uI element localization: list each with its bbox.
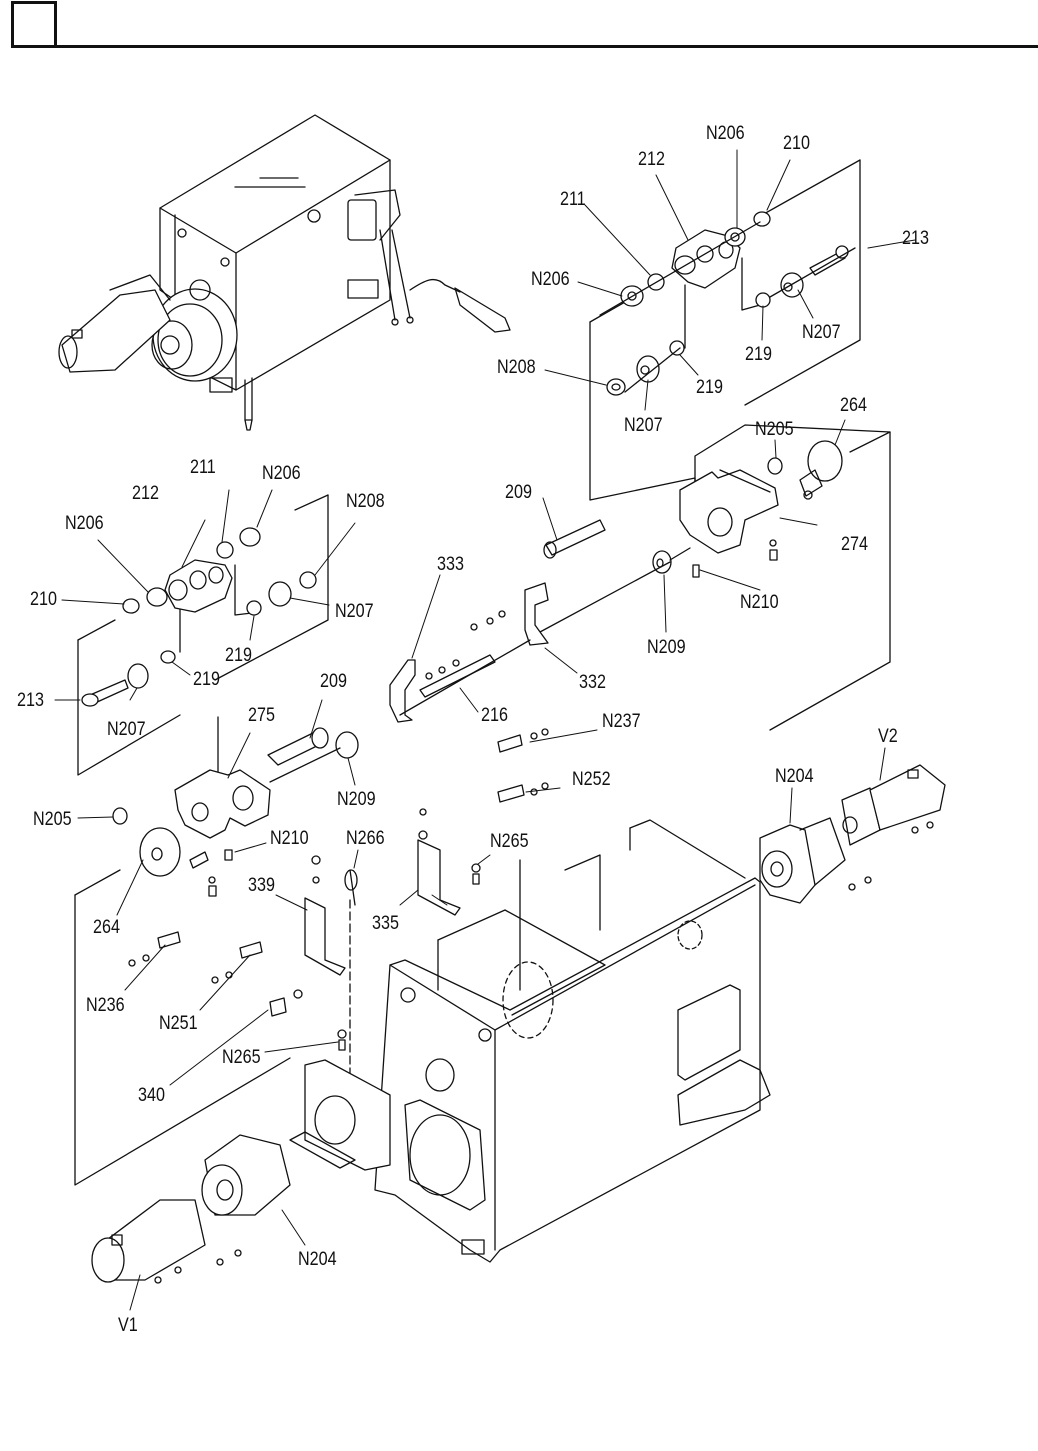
part-label-N208: N208 [497,357,536,378]
part-label-209: 209 [505,482,532,503]
part-label-N206: N206 [262,463,301,484]
part-label-332: 332 [579,672,606,693]
part-label-209: 209 [320,671,347,692]
part-label-N266: N266 [346,828,385,849]
part-label-N205: N205 [755,419,794,440]
part-label-N265: N265 [222,1047,261,1068]
part-label-210: 210 [783,133,810,154]
part-label-N209: N209 [337,789,376,810]
sensors-and-brackets [128,728,549,1051]
part-label-N206: N206 [531,269,570,290]
part-label-211: 211 [190,457,216,478]
part-label-N206: N206 [706,123,745,144]
part-label-N205: N205 [33,809,72,830]
v2-motor-assembly [759,764,946,904]
clamp-block-subassembly-left [74,716,359,1186]
assembled-spindle-unit [58,114,511,431]
part-label-212: 212 [638,149,665,170]
part-label-N204: N204 [298,1249,337,1270]
part-label-340: 340 [138,1085,165,1106]
part-label-N251: N251 [159,1013,198,1034]
part-label-N207: N207 [107,719,146,740]
part-label-N210: N210 [270,828,309,849]
part-label-210: 210 [30,589,57,610]
part-label-N252: N252 [572,769,611,790]
section-number-box [11,1,57,47]
plates-and-shaft [389,582,549,723]
part-label-333: 333 [437,554,464,575]
part-label-N236: N236 [86,995,125,1016]
part-label-211: 211 [560,189,586,210]
roller-subassembly-lower [77,494,329,776]
part-label-N204: N204 [775,766,814,787]
roller-subassembly-upper [589,159,861,511]
part-label-219: 219 [696,377,723,398]
part-label-N265: N265 [490,831,529,852]
part-label-N210: N210 [740,592,779,613]
clamp-block-subassembly-right [539,424,891,731]
part-label-216: 216 [481,705,508,726]
part-label-V2: V2 [878,726,898,747]
v1-motor-assembly [91,1059,391,1284]
part-label-213: 213 [17,690,44,711]
part-label-219: 219 [745,344,772,365]
part-label-219: 219 [193,669,220,690]
part-label-213: 213 [902,228,929,249]
part-label-335: 335 [372,913,399,934]
part-label-N237: N237 [602,711,641,732]
part-label-V1: V1 [118,1315,138,1336]
part-label-212: 212 [132,483,159,504]
part-label-264: 264 [93,917,120,938]
part-label-275: 275 [248,705,275,726]
part-label-N207: N207 [335,601,374,622]
part-label-N209: N209 [647,637,686,658]
part-label-274: 274 [841,534,868,555]
part-label-N207: N207 [802,322,841,343]
header-rule [11,45,1038,48]
leader-lines [54,149,916,1311]
part-label-N206: N206 [65,513,104,534]
part-label-219: 219 [225,645,252,666]
part-label-N207: N207 [624,415,663,436]
part-label-264: 264 [840,395,867,416]
part-label-N208: N208 [346,491,385,512]
part-label-339: 339 [248,875,275,896]
main-housing [349,819,771,1263]
